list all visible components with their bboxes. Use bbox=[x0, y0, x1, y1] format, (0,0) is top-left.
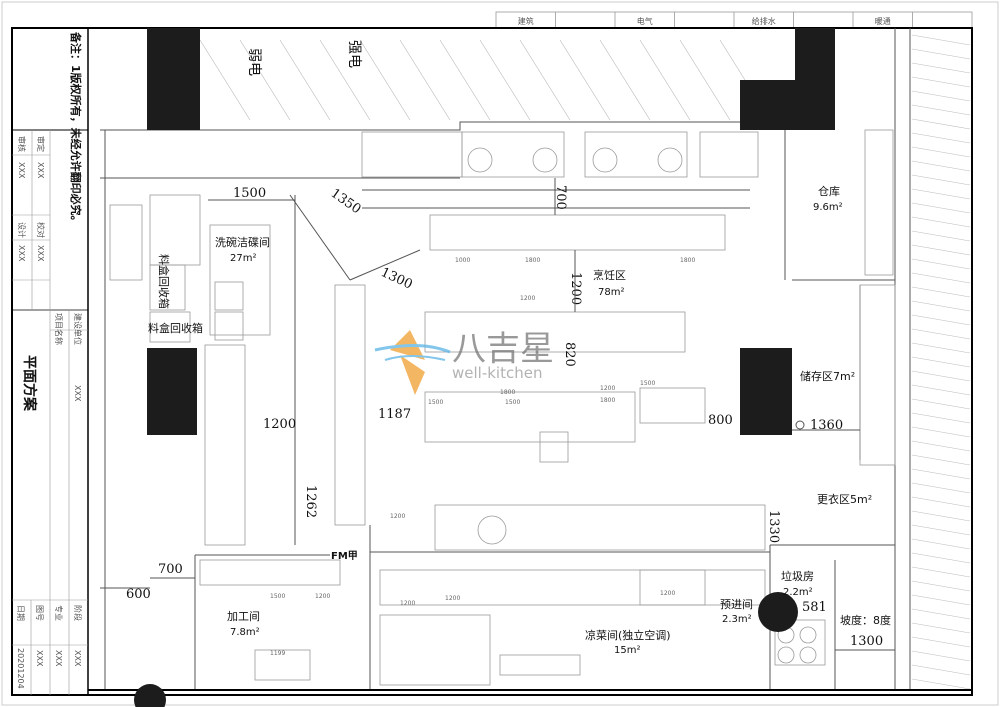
sub-dimension: 1200 bbox=[600, 385, 615, 392]
room-labels: 弱电 强电 仓库 9.6m² 洗碗洁碟间 27m² 料盒回收箱 料盒回收箱 烹饪… bbox=[148, 40, 891, 656]
sub-dimension: 1800 bbox=[500, 389, 515, 396]
dimension: 1360 bbox=[810, 418, 843, 433]
fire-door-label: FM甲 bbox=[331, 550, 358, 562]
sub-dimension: 1800 bbox=[525, 257, 540, 264]
stage-value: XXX bbox=[73, 650, 82, 667]
sub-dimension: 1200 bbox=[660, 590, 675, 597]
slope-label: 坡度：8度 bbox=[840, 613, 891, 627]
sub-dimension: 1800 bbox=[600, 397, 615, 404]
room-processing-area: 7.8m² bbox=[230, 627, 260, 638]
dimension: 1330 bbox=[766, 510, 781, 543]
room-garbage-area: 2.2m² bbox=[783, 587, 813, 598]
dimension: 700 bbox=[553, 185, 568, 210]
room-storage: 储存区7m² bbox=[800, 369, 855, 383]
dimension: 820 bbox=[562, 342, 577, 367]
drawing-no-value: XXX bbox=[35, 650, 44, 667]
room-warehouse-area: 9.6m² bbox=[813, 202, 843, 213]
watermark-sub: well-kitchen bbox=[452, 364, 542, 382]
discipline-label: 专业 bbox=[54, 605, 64, 621]
sub-dimensions: 1000 1800 1800 1500 1800 1800 1500 1500 1200 1200… bbox=[270, 257, 695, 657]
approver-label: 审定 bbox=[36, 136, 46, 152]
drawing-frame bbox=[11, 27, 973, 696]
designer-value: XXX bbox=[17, 245, 26, 262]
room-garbage: 垃圾房 bbox=[781, 569, 814, 583]
client-label: 建设单位 bbox=[73, 313, 83, 345]
approver-value: XXX bbox=[36, 162, 45, 179]
room-dishwashing-area: 27m² bbox=[230, 253, 256, 264]
sub-dimension: 1000 bbox=[455, 257, 470, 264]
dimension: 600 bbox=[126, 587, 151, 602]
room-warehouse: 仓库 bbox=[818, 184, 840, 198]
dimension: 1300 bbox=[378, 265, 414, 293]
header-cell: 给排水 bbox=[752, 16, 776, 26]
title-block: 备注：1版权所有，未经允许翻印必究。 审定 审核 XXX XXX 校对 设计 X… bbox=[12, 28, 89, 695]
pillar bbox=[147, 348, 197, 435]
sub-dimension: 1500 bbox=[270, 593, 285, 600]
room-cooking-area: 78m² bbox=[598, 287, 624, 298]
bin-label-vertical: 料盒回收箱 bbox=[157, 254, 171, 309]
designer-label: 设计 bbox=[17, 222, 27, 238]
dimension: 800 bbox=[708, 413, 733, 428]
sub-dimension: 1500 bbox=[505, 399, 520, 406]
sub-dimension: 1200 bbox=[520, 295, 535, 302]
dimension: 1200 bbox=[263, 417, 296, 432]
sub-dimension: 1200 bbox=[315, 593, 330, 600]
drawing-title: 平面方案 bbox=[21, 355, 38, 412]
watermark-logo: 八吉星 well-kitchen bbox=[374, 329, 554, 395]
watermark-brand: 八吉星 bbox=[452, 329, 554, 369]
dimension: 1262 bbox=[303, 485, 318, 518]
dimension: 1187 bbox=[378, 407, 411, 422]
room-cold-dish: 凉菜间(独立空调) bbox=[585, 628, 671, 642]
sub-dimension: 1199 bbox=[270, 650, 285, 657]
dimension: 1300 bbox=[850, 634, 883, 649]
room-cooking: 烹饪区 bbox=[593, 268, 626, 282]
room-processing: 加工间 bbox=[227, 610, 260, 623]
discipline-value: XXX bbox=[54, 650, 63, 667]
checker-label: 校对 bbox=[36, 222, 46, 238]
round-pillar bbox=[758, 592, 798, 632]
header-table: 建筑 电气 给排水 暖通 bbox=[495, 11, 973, 29]
sub-dimension: 1800 bbox=[680, 257, 695, 264]
pillar bbox=[147, 28, 200, 130]
equipment bbox=[109, 129, 896, 686]
sub-dimension: 1500 bbox=[640, 380, 655, 387]
drawing-no-label: 图号 bbox=[35, 605, 44, 621]
date-label: 日期 bbox=[16, 605, 25, 621]
room-changing: 更衣区5m² bbox=[817, 492, 872, 506]
reviewer-label: 审核 bbox=[17, 136, 27, 152]
dimension: 581 bbox=[802, 600, 827, 615]
sub-dimension: 1500 bbox=[428, 399, 443, 406]
stage-label: 阶段 bbox=[73, 605, 83, 621]
sub-dimension: 1200 bbox=[400, 600, 415, 607]
room-pre-entry: 预进间 bbox=[720, 598, 753, 611]
checker-value: XXX bbox=[36, 245, 45, 262]
sub-dimension: 1200 bbox=[445, 595, 460, 602]
pillar bbox=[740, 28, 835, 130]
round-pillar bbox=[134, 684, 166, 707]
room-weak-electric: 弱电 bbox=[246, 48, 262, 76]
dimension: 1350 bbox=[328, 186, 364, 217]
room-pre-entry-area: 2.3m² bbox=[722, 614, 752, 625]
project-value: XXX bbox=[73, 385, 82, 402]
room-strong-electric: 强电 bbox=[346, 40, 362, 68]
header-cell: 暖通 bbox=[875, 16, 891, 26]
pillars bbox=[134, 28, 835, 707]
bin-label: 料盒回收箱 bbox=[148, 321, 203, 335]
date-value: 20201204 bbox=[16, 648, 25, 689]
dimension: 1500 bbox=[233, 186, 266, 201]
room-cold-dish-area: 15m² bbox=[614, 645, 640, 656]
sub-dimension: 1200 bbox=[390, 513, 405, 520]
header-cell: 电气 bbox=[637, 16, 653, 26]
exterior-hatch bbox=[199, 34, 971, 690]
header-cell: 建筑 bbox=[518, 16, 534, 26]
pillar bbox=[740, 348, 792, 435]
dimension: 700 bbox=[158, 562, 183, 577]
reviewer-value: XXX bbox=[17, 162, 26, 179]
room-dishwashing: 洗碗洁碟间 bbox=[215, 235, 270, 249]
project-label: 项目名称 bbox=[54, 313, 64, 345]
title-note: 备注：1版权所有，未经允许翻印必究。 bbox=[69, 31, 83, 227]
